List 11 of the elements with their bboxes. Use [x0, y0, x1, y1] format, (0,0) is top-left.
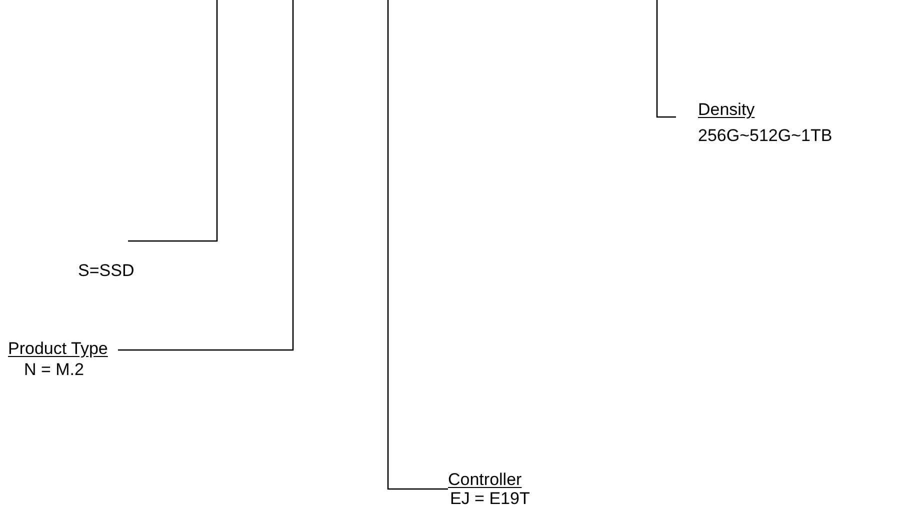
leader-line — [118, 0, 294, 351]
leader-line — [387, 0, 448, 490]
leader-line — [128, 0, 218, 242]
code-value: EJ = E19T — [450, 489, 530, 508]
leader-line — [656, 0, 676, 118]
field-heading: Controller — [448, 470, 523, 489]
field-heading: Density — [698, 99, 756, 121]
code-value: S=SSD — [78, 261, 134, 280]
field-heading: Product Type — [8, 338, 109, 359]
code-value: 256G~512G~1TB — [698, 126, 832, 144]
code-value: N = M.2 — [24, 360, 84, 379]
